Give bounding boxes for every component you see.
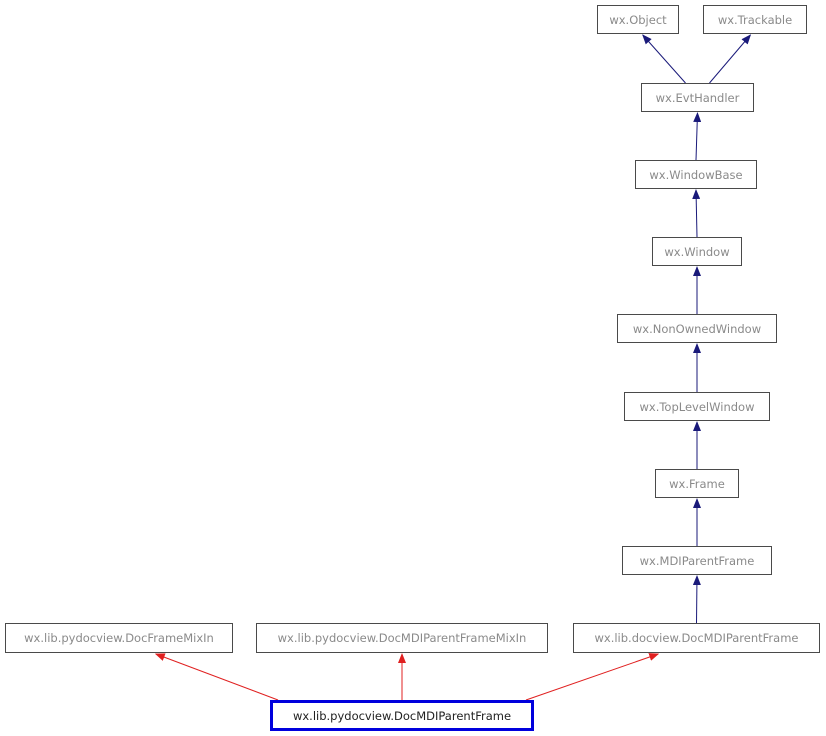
edge-evthandler-to-trackable: [709, 34, 752, 84]
edge-current-to-docframemixin: [154, 653, 279, 701]
node-wx-object[interactable]: wx.Object: [597, 5, 679, 34]
node-wx-frame[interactable]: wx.Frame: [655, 469, 739, 498]
node-docmdiparentframemixin[interactable]: wx.lib.pydocview.DocMDIParentFrameMixIn: [256, 623, 548, 653]
edge-current-to-docview_docmdiparentframe: [525, 653, 660, 701]
edge-windowbase-to-evthandler: [693, 112, 702, 161]
node-docview-docmdiparentframe[interactable]: wx.lib.docview.DocMDIParentFrame: [573, 623, 820, 653]
node-wx-evthandler[interactable]: wx.EvtHandler: [641, 83, 754, 112]
node-wx-mdiparentframe[interactable]: wx.MDIParentFrame: [622, 546, 772, 575]
node-wx-trackable[interactable]: wx.Trackable: [703, 5, 807, 34]
node-wx-windowbase[interactable]: wx.WindowBase: [635, 160, 757, 189]
node-wx-toplevelwindow[interactable]: wx.TopLevelWindow: [624, 392, 770, 421]
edge-window-to-windowbase: [692, 189, 701, 238]
node-wx-nonownedwindow[interactable]: wx.NonOwnedWindow: [617, 314, 777, 343]
node-docframemixin[interactable]: wx.lib.pydocview.DocFrameMixIn: [5, 623, 233, 653]
edge-evthandler-to-object: [642, 34, 686, 84]
edge-docview_docmdiparentframe-to-mdiparentframe: [692, 575, 701, 624]
node-current-class[interactable]: wx.lib.pydocview.DocMDIParentFrame: [270, 700, 534, 731]
node-wx-window[interactable]: wx.Window: [652, 237, 742, 266]
